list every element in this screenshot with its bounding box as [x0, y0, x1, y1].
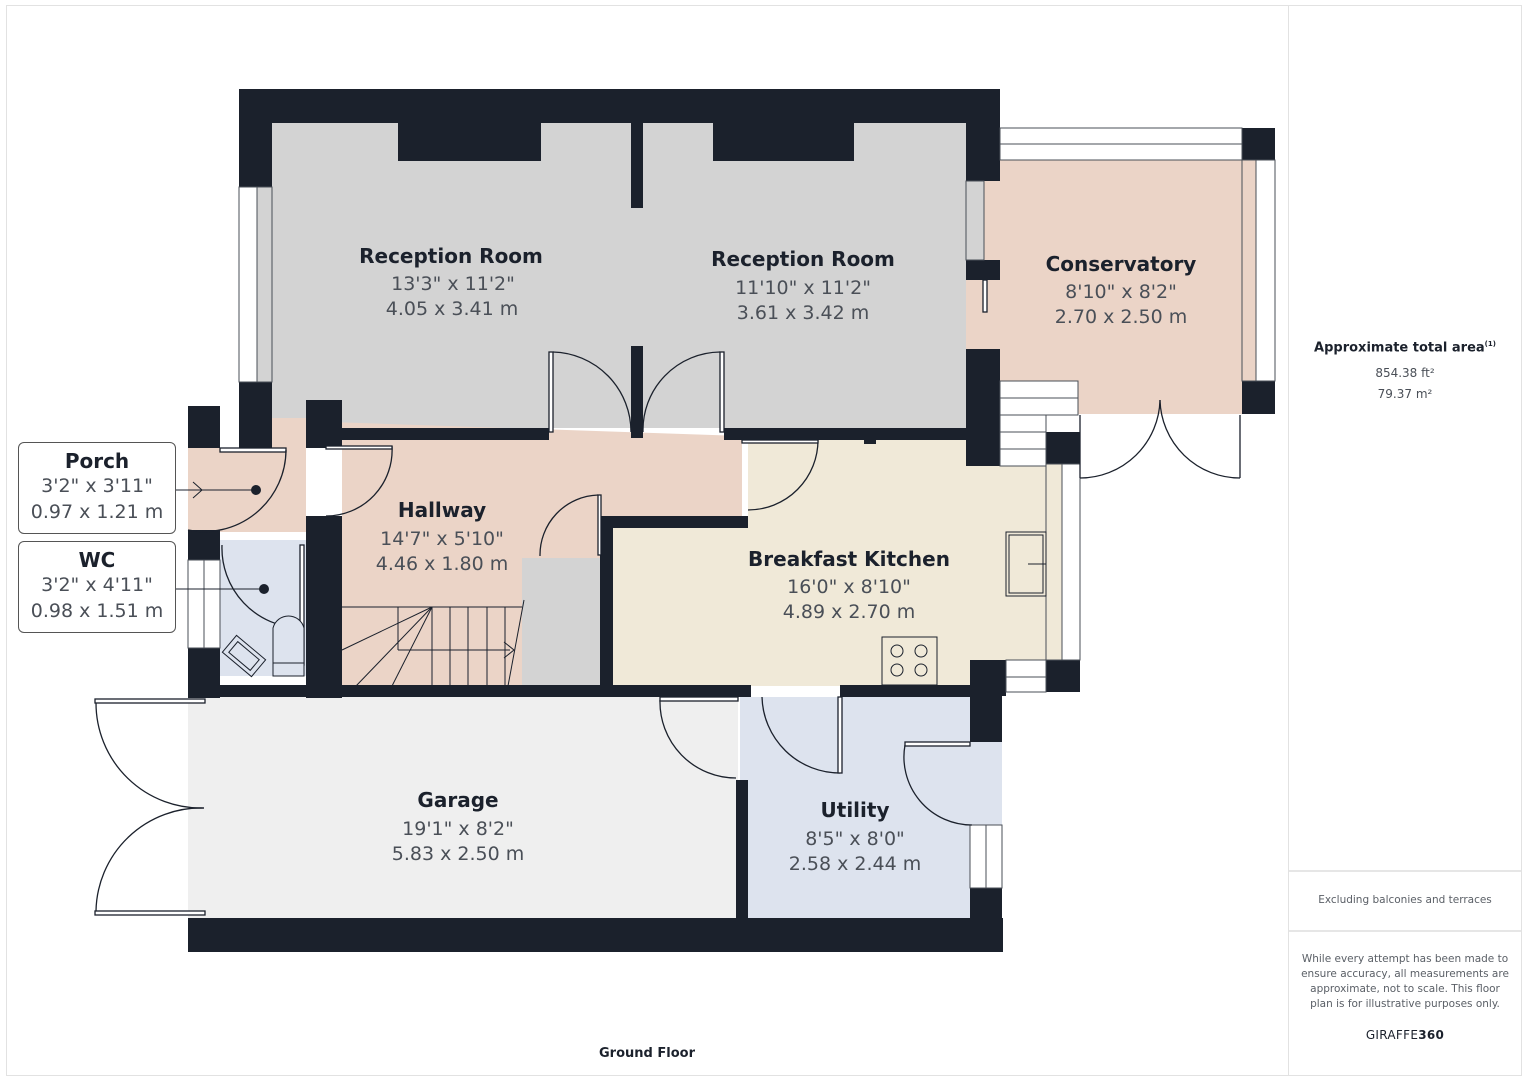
svg-text:13'3" x 11'2": 13'3" x 11'2": [391, 273, 515, 295]
room-label-garage: Garage 19'1" x 8'2" 5.83 x 2.50 m: [392, 788, 524, 865]
svg-text:5.83 x 2.50 m: 5.83 x 2.50 m: [392, 843, 524, 865]
svg-text:Utility: Utility: [821, 798, 890, 822]
windows: [187, 127, 1276, 889]
svg-text:Reception Room: Reception Room: [359, 244, 543, 268]
page-frame: [6, 5, 1522, 1076]
svg-text:8'5" x 8'0": 8'5" x 8'0": [805, 828, 905, 850]
wc-marker-icon: [259, 584, 269, 594]
svg-text:4.89 x 2.70 m: 4.89 x 2.70 m: [783, 601, 915, 623]
callout-porch-imperial: 3'2" x 3'11": [41, 475, 153, 497]
brand-logo-bold: 360: [1418, 1028, 1445, 1042]
staircase: [341, 599, 525, 687]
sidebar-divider-1: [1289, 870, 1521, 872]
callout-porch: Porch 3'2" x 3'11" 0.97 x 1.21 m: [18, 442, 176, 534]
kitchen-sink-icon: [1005, 531, 1047, 597]
svg-text:8'10" x 8'2": 8'10" x 8'2": [1065, 281, 1177, 303]
brand-logo: GIRAFFE360: [1289, 1028, 1521, 1042]
svg-text:Reception Room: Reception Room: [711, 247, 895, 271]
room-label-hallway: Hallway 14'7" x 5'10" 4.46 x 1.80 m: [376, 498, 508, 575]
svg-text:14'7" x 5'10": 14'7" x 5'10": [380, 528, 504, 550]
svg-text:Breakfast Kitchen: Breakfast Kitchen: [748, 547, 950, 571]
svg-text:16'0" x 8'10": 16'0" x 8'10": [787, 576, 911, 598]
total-area-title-text: Approximate total area: [1314, 340, 1485, 356]
walls: [188, 89, 1275, 952]
sidebar-divider-2: [1289, 930, 1521, 932]
total-area-ft: 854.38 ft²: [1375, 366, 1435, 380]
brand-logo-light: GIRAFFE: [1365, 1028, 1419, 1042]
kitchen-floor: [612, 440, 1046, 686]
svg-text:2.70 x 2.50 m: 2.70 x 2.50 m: [1055, 306, 1187, 328]
reception-room-left-floor: [272, 123, 632, 428]
svg-text:3.61 x 3.42 m: 3.61 x 3.42 m: [737, 302, 869, 324]
sidebar-divider: [1288, 5, 1289, 1076]
disclaimer-text: While every attempt has been made to ens…: [1301, 953, 1509, 1010]
room-label-conservatory: Conservatory 8'10" x 8'2" 2.70 x 2.50 m: [1046, 252, 1197, 328]
callout-wc-metric: 0.98 x 1.51 m: [30, 600, 164, 622]
wc-basin-icon: [221, 634, 267, 678]
utility-floor: [740, 697, 1002, 919]
reception-room-right-floor: [632, 123, 966, 428]
hob-icon: [881, 636, 938, 686]
svg-text:4.46 x 1.80 m: 4.46 x 1.80 m: [376, 553, 508, 575]
callout-porch-name: Porch: [64, 449, 130, 473]
callout-porch-metric: 0.97 x 1.21 m: [30, 501, 164, 523]
svg-text:Garage: Garage: [417, 788, 498, 812]
callout-leaders: [176, 481, 263, 590]
room-label-reception-right: Reception Room 11'10" x 11'2" 3.61 x 3.4…: [711, 247, 895, 324]
svg-text:4.05 x 3.41 m: 4.05 x 3.41 m: [386, 298, 518, 320]
floor-label: Ground Floor: [599, 1046, 695, 1061]
room-label-kitchen: Breakfast Kitchen 16'0" x 8'10" 4.89 x 2…: [748, 547, 950, 623]
exclusion-note: Excluding balconies and terraces: [1318, 894, 1492, 906]
svg-text:11'10" x 11'2": 11'10" x 11'2": [735, 277, 871, 299]
room-label-utility: Utility 8'5" x 8'0" 2.58 x 2.44 m: [789, 798, 921, 875]
toilet-icon: [272, 615, 305, 677]
garage-floor: [188, 697, 738, 919]
callout-wc-name: WC: [78, 548, 116, 572]
callout-wc-imperial: 3'2" x 4'11": [41, 574, 153, 596]
svg-text:Hallway: Hallway: [398, 498, 486, 522]
room-label-reception-left: Reception Room 13'3" x 11'2" 4.05 x 3.41…: [359, 244, 543, 320]
footnote-mark: (1): [1484, 340, 1496, 348]
porch-marker-icon: [251, 485, 261, 495]
conservatory-floor: [984, 160, 1242, 414]
total-area-title: Approximate total area(1): [1289, 340, 1521, 355]
callout-wc: WC 3'2" x 4'11" 0.98 x 1.51 m: [18, 541, 176, 633]
understairs-store-floor: [522, 558, 600, 686]
svg-text:Conservatory: Conservatory: [1046, 252, 1197, 276]
svg-text:19'1" x 8'2": 19'1" x 8'2": [402, 818, 514, 840]
svg-text:2.58 x 2.44 m: 2.58 x 2.44 m: [789, 853, 921, 875]
total-area-m: 79.37 m²: [1377, 387, 1433, 401]
